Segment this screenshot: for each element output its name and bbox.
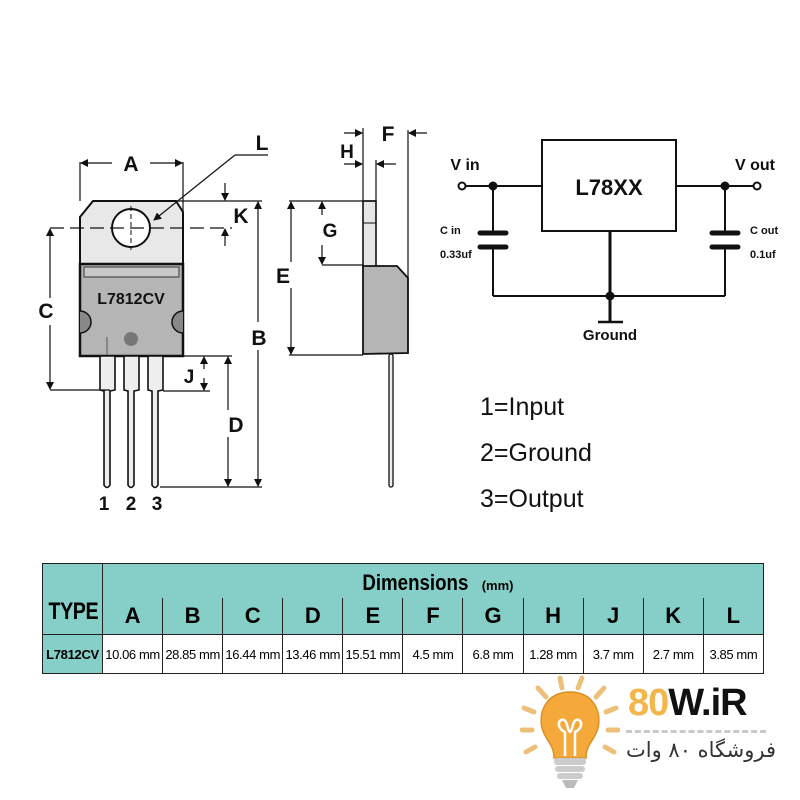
to220-front-view: L7812CV 1 2 3 A L K C	[38, 132, 268, 515]
side-body	[362, 265, 409, 355]
store-logo: 80W.iR فروشگاه ۸۰ وات	[520, 672, 780, 792]
pin-number-3: 3	[152, 494, 163, 515]
regulator-diagram: L7812CV 1 2 3 A L K C	[38, 123, 778, 515]
pins	[99, 355, 164, 489]
cout-label: C out	[750, 225, 778, 237]
pin-number-1: 1	[99, 494, 110, 515]
pin-1	[99, 355, 116, 489]
dimensions-table: TYPE Dimensions (mm) A B C D E F G H J K…	[42, 563, 765, 674]
column-header-l: L	[702, 598, 765, 635]
dim-label-l: L	[256, 132, 269, 155]
column-header-e: E	[342, 598, 404, 635]
column-header-a: A	[101, 598, 164, 635]
value-cell-b: 28.85 mm	[162, 634, 224, 674]
value-cell-e: 15.51 mm	[342, 634, 404, 674]
brand-rest: W.iR	[668, 682, 747, 724]
column-header-j: J	[582, 598, 644, 635]
cout-value: 0.1uf	[750, 249, 776, 261]
value-cell-h: 1.28 mm	[522, 634, 584, 674]
ground-label: Ground	[583, 327, 637, 344]
value-cell-d: 13.46 mm	[282, 634, 344, 674]
dim-label-d: D	[228, 414, 243, 437]
to220-side-view: F H G E	[276, 123, 427, 488]
pin-number-2: 2	[126, 494, 137, 515]
column-header-row: A B C D E F G H J K L	[42, 598, 765, 635]
column-header-d: D	[282, 598, 344, 635]
vin-label: V in	[450, 157, 479, 174]
brand-name: 80W.iR	[628, 682, 748, 725]
value-cell-k: 2.7 mm	[642, 634, 704, 674]
table-row: L7812CV 10.06 mm 28.85 mm 16.44 mm 13.46…	[42, 634, 765, 674]
pinout-item-2: 2=Ground	[480, 439, 592, 467]
dim-label-g: G	[323, 221, 338, 242]
lightbulb-icon	[520, 675, 620, 788]
type-header: TYPE	[42, 563, 103, 635]
dim-label-a: A	[123, 153, 138, 176]
vout-terminal	[752, 181, 762, 191]
dim-label-h: H	[340, 142, 354, 163]
brand-tagline: فروشگاه ۸۰ وات	[626, 738, 777, 762]
pin-3	[147, 355, 164, 489]
ic-label: L78XX	[575, 175, 643, 200]
column-header-f: F	[402, 598, 464, 635]
column-header-k: K	[642, 598, 704, 635]
dim-label-c: C	[38, 300, 53, 323]
value-cell-c: 16.44 mm	[222, 634, 284, 674]
pin-2	[123, 355, 140, 489]
dim-label-e: E	[276, 265, 290, 288]
logo-divider	[626, 730, 766, 733]
value-cell-g: 6.8 mm	[462, 634, 524, 674]
brand-accent: 80	[628, 682, 669, 724]
value-cell-l: 3.85 mm	[702, 634, 765, 674]
type-cell: L7812CV	[42, 634, 103, 674]
dimensions-unit: (mm)	[481, 578, 514, 593]
vout-label: V out	[735, 157, 776, 174]
dim-label-b: B	[251, 327, 266, 350]
side-pin	[388, 353, 394, 488]
dim-label-j: J	[184, 367, 195, 388]
dimensions-header: Dimensions (mm)	[102, 563, 764, 598]
pinout-item-3: 3=Output	[480, 485, 584, 513]
cin-value: 0.33uf	[440, 249, 472, 261]
dim-label-k: K	[233, 205, 248, 228]
dim-label-f: F	[382, 123, 395, 146]
value-cell-f: 4.5 mm	[402, 634, 464, 674]
pinout-item-1: 1=Input	[480, 393, 565, 421]
column-header-c: C	[222, 598, 284, 635]
application-circuit	[457, 139, 762, 324]
dimensions-title: Dimensions	[361, 570, 468, 595]
vin-terminal	[457, 181, 467, 191]
column-header-b: B	[162, 598, 224, 635]
column-header-g: G	[462, 598, 524, 635]
table-header-row: TYPE Dimensions (mm)	[42, 563, 764, 635]
value-cell-j: 3.7 mm	[582, 634, 644, 674]
part-marking: L7812CV	[97, 291, 165, 308]
value-cell-a: 10.06 mm	[101, 634, 164, 674]
cin-label: C in	[440, 225, 461, 237]
column-header-h: H	[522, 598, 584, 635]
type-header-text: TYPE	[48, 598, 99, 625]
